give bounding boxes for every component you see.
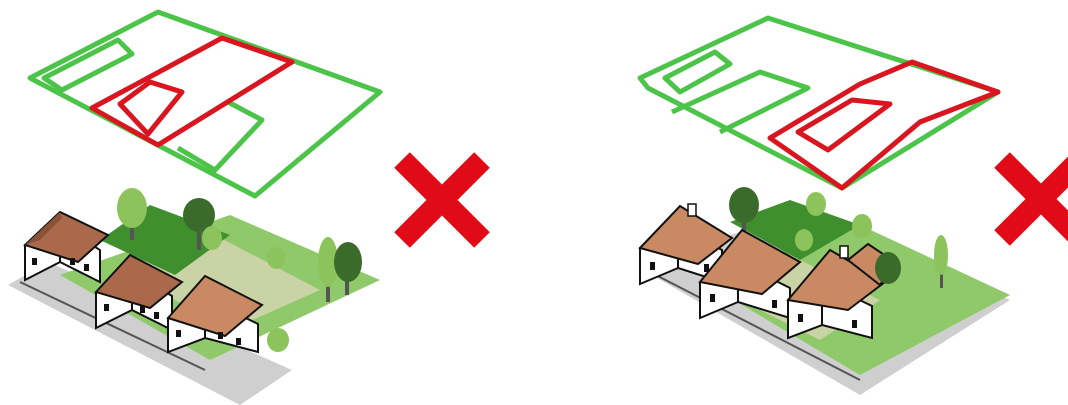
tree — [202, 226, 222, 250]
tree — [267, 328, 289, 352]
red-plot-inner — [798, 100, 890, 150]
green-plot-inner — [665, 52, 730, 92]
tree — [852, 214, 872, 238]
plot-outline-left — [30, 12, 380, 196]
tree — [729, 187, 759, 223]
tree — [795, 229, 813, 251]
tree — [934, 235, 948, 275]
tree — [875, 252, 901, 284]
panel-left — [8, 12, 482, 405]
tree — [267, 247, 285, 269]
panel-right — [640, 18, 1068, 395]
tree — [806, 192, 826, 216]
green-plot-boundary — [30, 12, 380, 196]
green-plot-divider — [672, 72, 808, 132]
red-x-icon — [402, 160, 482, 240]
tree — [334, 242, 362, 282]
plot-outline-right — [640, 18, 998, 188]
tree — [117, 188, 147, 228]
red-x-icon — [1002, 160, 1068, 238]
